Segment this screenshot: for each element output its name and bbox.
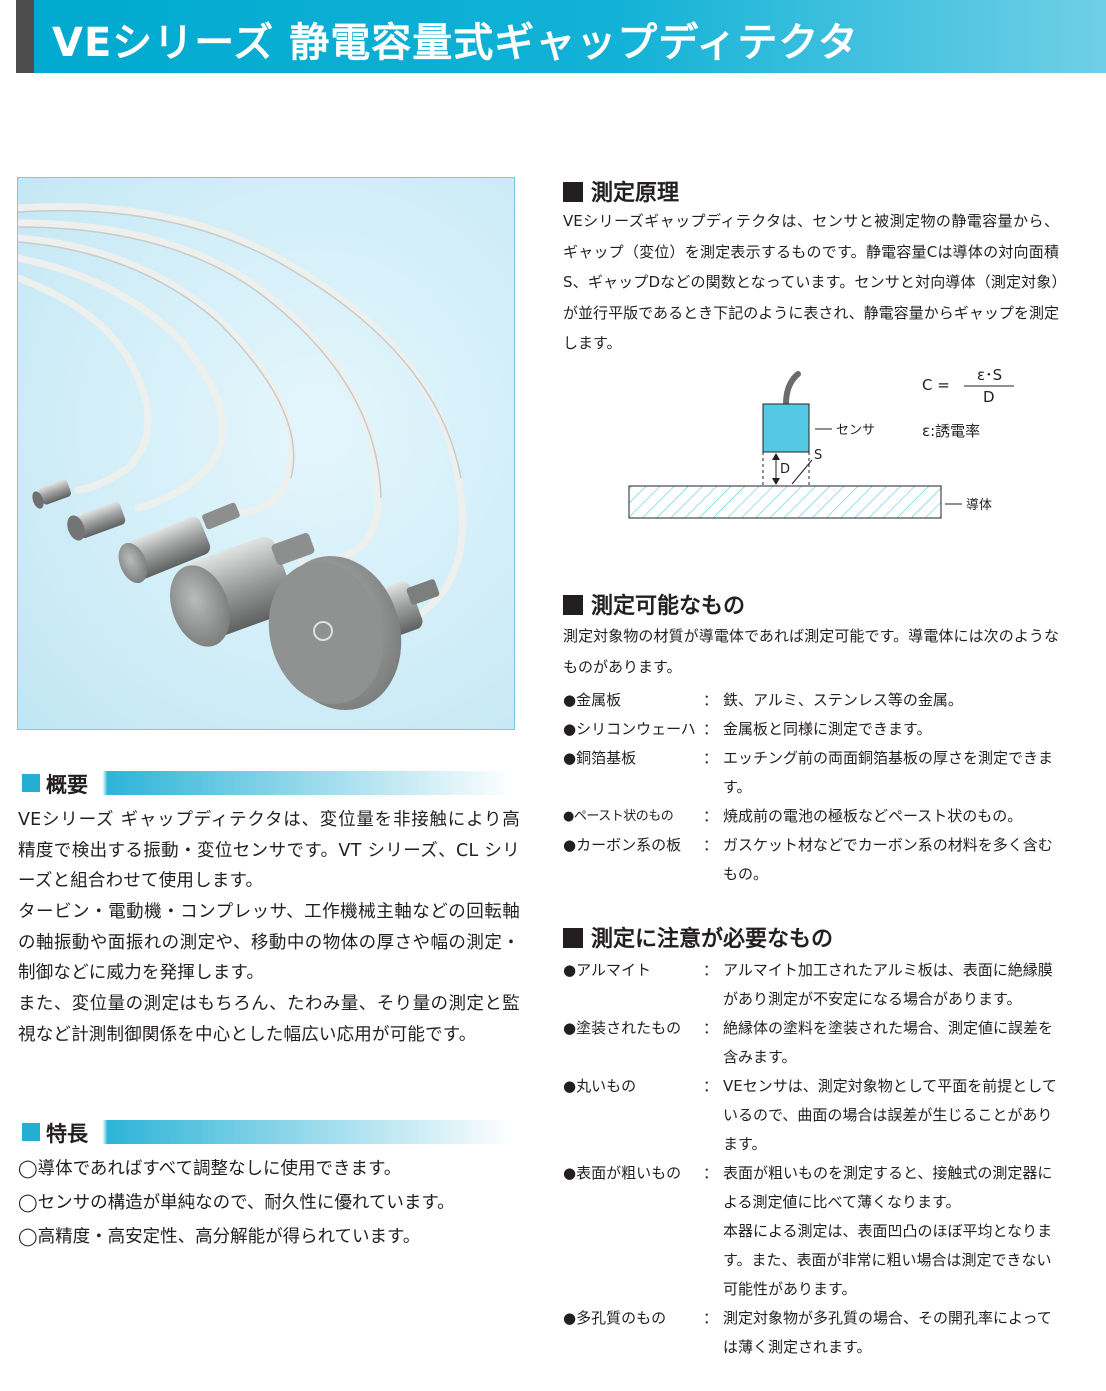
probe-large xyxy=(170,532,315,647)
item-desc: 表面が粗いものを測定すると、接触式の測定器による測定値に比べて薄くなります。 xyxy=(723,1164,1053,1211)
item-term: ●銅箔基板 xyxy=(563,749,637,767)
overview-heading: 概要 xyxy=(46,769,96,799)
item-colon: ： xyxy=(703,1019,719,1037)
list-item: ●丸いもの ： VEセンサは、測定対象物として平面を前提としているので、曲面の場… xyxy=(563,1072,1063,1159)
principle-diagram: センサ D S 導体 C = ε･S D ε:誘電率 xyxy=(600,362,1080,534)
item-desc: VEセンサは、測定対象物として平面を前提としているので、曲面の場合は誤差が生じる… xyxy=(723,1077,1057,1153)
features-heading-bar: 特長 xyxy=(18,1118,515,1148)
caution-list: ●アルマイト ： アルマイト加工されたアルミ板は、表面に絶縁膜があり測定が不安定… xyxy=(563,956,1063,1362)
caution-heading: 測定に注意が必要なもの xyxy=(591,927,834,952)
feature-item: ◯導体であればすべて調整なしに使用できます。 xyxy=(18,1159,402,1179)
feature-item: ◯センサの構造が単純なので、耐久性に優れています。 xyxy=(18,1193,455,1213)
heading-square-icon xyxy=(22,774,40,792)
item-colon: ： xyxy=(703,749,719,767)
probe-medium xyxy=(118,502,240,584)
item-term: ●ペースト状のもの xyxy=(563,809,674,824)
formula-denominator: D xyxy=(983,388,995,406)
item-term: ●シリコンウェーハ xyxy=(563,720,696,738)
item-term: ●アルマイト xyxy=(563,961,651,979)
item-desc: エッチング前の両面銅箔基板の厚さを測定できます。 xyxy=(723,749,1054,796)
item-term: ●多孔質のもの xyxy=(563,1309,667,1327)
item-colon: ： xyxy=(703,1309,719,1327)
cable-shadows xyxy=(18,209,462,499)
overview-paragraph-1: VEシリーズ ギャップディテクタは、変位量を非接触により高精度で検出する振動・変… xyxy=(18,810,520,891)
item-colon: ： xyxy=(703,961,719,979)
conductor-plate xyxy=(628,485,942,519)
area-label: S xyxy=(814,448,822,463)
item-colon xyxy=(703,1217,723,1304)
item-desc: 絶縁体の塗料を塗装された場合、測定値に誤差を含みます。 xyxy=(723,1019,1054,1066)
measurable-list: ●金属板 ： 鉄、アルミ、ステンレス等の金属。 ●シリコンウェーハ ： 金属板と… xyxy=(563,686,1063,889)
overview-heading-bar: 概要 xyxy=(18,769,515,799)
item-term: ●金属板 xyxy=(563,691,622,709)
measurable-heading: 測定可能なもの xyxy=(591,594,746,619)
overview-paragraph-3: また、変位量の測定はもちろん、たわみ量、そり量の測定と監視など計測制御関係を中心… xyxy=(18,994,520,1045)
principle-heading-row: 測定原理 xyxy=(563,175,680,206)
list-item: 本器による測定は、表面凹凸のほぼ平均となります。また、表面が非常に粗い場合は測定… xyxy=(563,1217,1063,1304)
item-colon: ： xyxy=(703,1164,719,1182)
item-term: ●表面が粗いもの xyxy=(563,1164,682,1182)
heading-square-icon xyxy=(563,928,583,948)
header-mark xyxy=(16,0,34,73)
gap-arrowhead-up xyxy=(772,453,780,460)
sensor-probes-illustration xyxy=(18,203,466,711)
area-pointer xyxy=(791,459,813,485)
item-desc: 焼成前の電池の極板などペースト状のもの。 xyxy=(723,807,1023,825)
heading-square-icon xyxy=(563,182,583,202)
list-item: ●塗装されたもの ： 絶縁体の塗料を塗装された場合、測定値に誤差を含みます。 xyxy=(563,1014,1063,1072)
features-list: ◯導体であればすべて調整なしに使用できます。 ◯センサの構造が単純なので、耐久性… xyxy=(18,1152,520,1254)
probe-small xyxy=(67,501,126,541)
caution-heading-row: 測定に注意が必要なもの xyxy=(563,921,834,952)
item-term: ●塗装されたもの xyxy=(563,1019,682,1037)
item-desc: 鉄、アルミ、ステンレス等の金属。 xyxy=(723,691,963,709)
list-item: ●アルマイト ： アルマイト加工されたアルミ板は、表面に絶縁膜があり測定が不安定… xyxy=(563,956,1063,1014)
gap-label: D xyxy=(780,462,790,477)
item-colon: ： xyxy=(703,720,719,738)
item-term: ●カーボン系の板 xyxy=(563,836,682,854)
item-colon: ： xyxy=(703,836,719,854)
list-item: ●ペースト状のもの ： 焼成前の電池の極板などペースト状のもの。 xyxy=(563,802,1063,831)
principle-text: VEシリーズギャップディテクタは、センサと被測定物の静電容量から、ギャップ（変位… xyxy=(563,212,1059,352)
header-banner xyxy=(16,0,1106,73)
feature-item: ◯高精度・高安定性、高分解能が得られています。 xyxy=(18,1227,421,1247)
formula-left: C = xyxy=(922,376,950,394)
conductor-label: 導体 xyxy=(966,498,992,513)
measurable-text: 測定対象物の材質が導電体であれば測定可能です。導電体には次のようなものがあります… xyxy=(563,627,1059,676)
overview-paragraph-2: タービン・電動機・コンプレッサ、工作機械主軸などの回転軸の軸振動や面振れの測定や… xyxy=(18,902,520,983)
gap-arrowhead-down xyxy=(772,478,780,485)
item-term xyxy=(563,1217,703,1304)
principle-heading: 測定原理 xyxy=(591,181,680,206)
item-colon: ： xyxy=(703,691,719,709)
heading-square-icon xyxy=(563,595,583,615)
list-item: ●表面が粗いもの ： 表面が粗いものを測定すると、接触式の測定器による測定値に比… xyxy=(563,1159,1063,1217)
formula-numerator: ε･S xyxy=(977,366,1002,384)
probe-disc xyxy=(268,555,440,711)
list-item: ●銅箔基板 ： エッチング前の両面銅箔基板の厚さを測定できます。 xyxy=(563,744,1063,802)
probe-tiny xyxy=(32,479,72,509)
epsilon-note: ε:誘電率 xyxy=(922,422,980,440)
item-desc: 測定対象物が多孔質の場合、その開孔率によっては薄く測定されます。 xyxy=(723,1309,1052,1356)
list-item: ●金属板 ： 鉄、アルミ、ステンレス等の金属。 xyxy=(563,686,1063,715)
sensor-block xyxy=(762,403,810,453)
item-desc: ガスケット材などでカーボン系の材料を多く含むもの。 xyxy=(723,836,1053,883)
item-desc: 金属板と同様に測定できます。 xyxy=(723,720,932,738)
item-desc: 本器による測定は、表面凹凸のほぼ平均となります。また、表面が非常に粗い場合は測定… xyxy=(723,1222,1053,1298)
item-colon: ： xyxy=(703,1077,719,1095)
sensor-cable xyxy=(783,371,801,407)
list-item: ●多孔質のもの ： 測定対象物が多孔質の場合、その開孔率によっては薄く測定されま… xyxy=(563,1304,1063,1362)
product-photo xyxy=(17,177,515,730)
item-term: ●丸いもの xyxy=(563,1077,637,1095)
features-heading: 特長 xyxy=(46,1118,96,1148)
item-colon: ： xyxy=(703,807,719,825)
item-desc: アルマイト加工されたアルミ板は、表面に絶縁膜があり測定が不安定になる場合がありま… xyxy=(723,961,1053,1008)
list-item: ●シリコンウェーハ ： 金属板と同様に測定できます。 xyxy=(563,715,1063,744)
heading-square-icon xyxy=(22,1123,40,1141)
sensor-label: センサ xyxy=(836,423,875,438)
list-item: ●カーボン系の板 ： ガスケット材などでカーボン系の材料を多く含むもの。 xyxy=(563,831,1063,889)
measurable-heading-row: 測定可能なもの xyxy=(563,588,746,619)
page-title: VEシリーズ 静電容量式ギャップディテクタ xyxy=(52,20,859,66)
